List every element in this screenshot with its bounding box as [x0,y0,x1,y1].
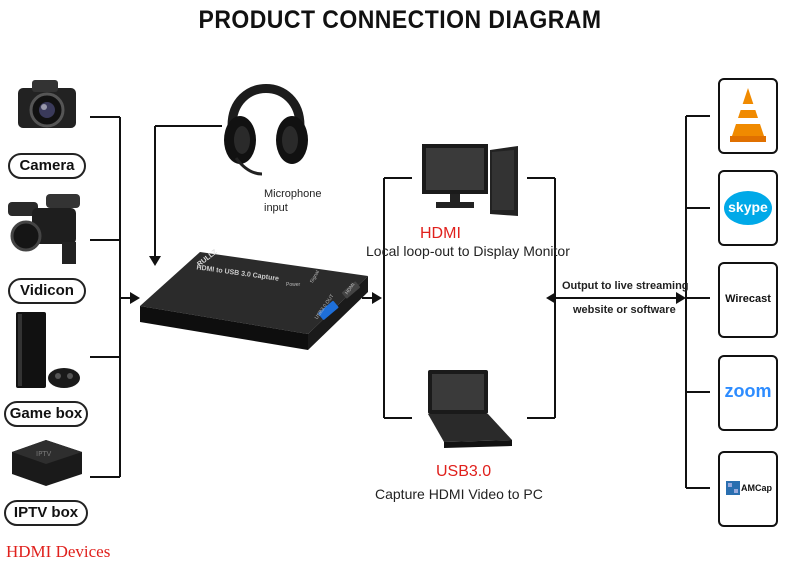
skype-icon [724,191,772,225]
headset-icon [218,62,314,185]
device-label-power: Power [286,282,301,288]
input-label-camera: Camera [8,153,86,179]
camera-icon [14,70,80,147]
hdmi-out-description: Local loop-out to Display Monitor [366,243,570,259]
hdmi-out-label: HDMI [420,225,461,242]
wirecast-label: Wirecast [725,293,771,305]
microphone-label-line2: input [264,202,288,214]
software-box-zoom: zoom [718,355,778,431]
amcap-icon [726,481,740,495]
laptop-icon [416,366,516,461]
software-box-amcap: AMCap [718,451,778,527]
vlc-icon [730,88,766,142]
diagram-title: PRODUCT CONNECTION DIAGRAM [198,6,602,34]
software-box-skype: skype [718,170,778,246]
usb-out-label: USB3.0 [436,463,492,480]
game-console-icon [12,310,82,397]
input-label-iptv-box: IPTV box [4,500,88,526]
input-label-vidicon: Vidicon [8,278,86,304]
hdmi-devices-label: HDMI Devices [6,542,111,561]
streaming-label-line2: website or software [573,304,676,316]
streaming-label-line1: Output to live streaming [562,280,689,292]
amcap-label: AMCap [741,483,772,493]
monitor-icon [414,140,526,225]
zoom-label: zoom [724,381,772,401]
svg-text:IPTV: IPTV [36,450,52,458]
iptv-box-icon: IPTV [6,432,88,497]
software-box-wirecast: Wirecast [718,262,778,338]
camcorder-icon [6,188,90,275]
software-box-vlc [718,78,778,154]
skype-label: skype [728,199,768,215]
input-label-game-box: Game box [4,401,88,427]
capture-device [138,246,370,361]
microphone-label-line1: Microphone [264,188,322,200]
usb-out-description: Capture HDMI Video to PC [375,486,543,502]
